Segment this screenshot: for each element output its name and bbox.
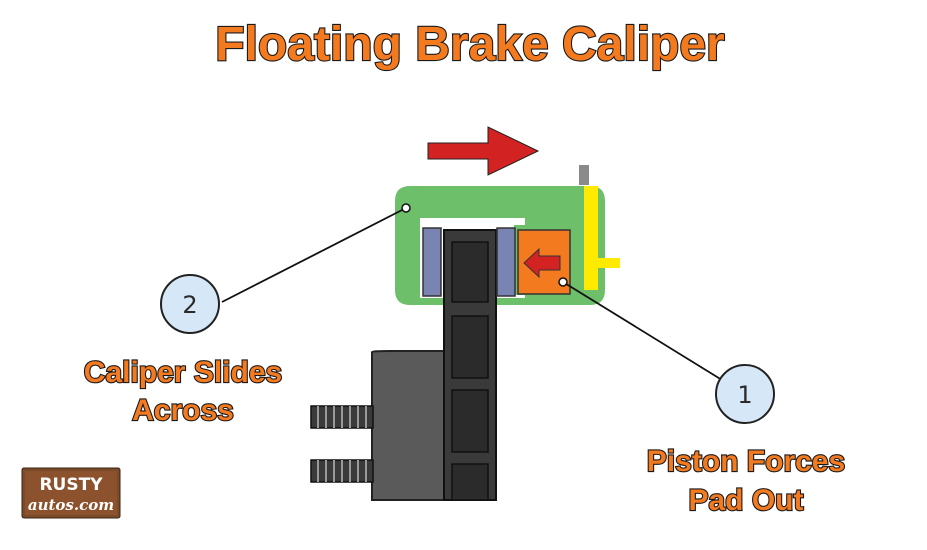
brake-rotor	[443, 229, 497, 501]
diagram-title: Floating Brake Caliper	[215, 18, 724, 71]
wheel-stud-lower	[310, 459, 374, 483]
slide-direction-arrow	[427, 126, 540, 176]
callout-2-number: 2	[182, 291, 197, 319]
callout-1-anchor	[558, 277, 568, 287]
hydraulic-line	[579, 165, 620, 290]
rusty-autos-logo: RUSTY autos.com	[21, 467, 121, 519]
wheel-hub-assembly	[310, 350, 446, 501]
logo-line-1: RUSTY	[39, 475, 103, 495]
inner-brake-pad	[422, 227, 442, 297]
callout-2-label-line-2: Across	[132, 394, 234, 427]
callout-2-badge	[160, 274, 220, 334]
piston-force-arrow	[523, 247, 561, 279]
callout-1-leader	[562, 281, 723, 381]
wheel-stud-upper	[310, 405, 374, 429]
callout-1-label-line-1: Piston Forces	[647, 445, 845, 478]
callout-2-leader	[221, 207, 407, 303]
logo-line-2: autos.com	[28, 496, 114, 514]
callout-1-label-line-2: Pad Out	[688, 484, 803, 517]
callout-2-label-line-1: Caliper Slides	[84, 356, 282, 389]
callout-2-anchor	[401, 203, 411, 213]
callout-1-badge	[715, 364, 775, 424]
outer-brake-pad	[496, 227, 516, 297]
hub-body	[371, 350, 446, 501]
callout-1-number: 1	[737, 381, 752, 409]
